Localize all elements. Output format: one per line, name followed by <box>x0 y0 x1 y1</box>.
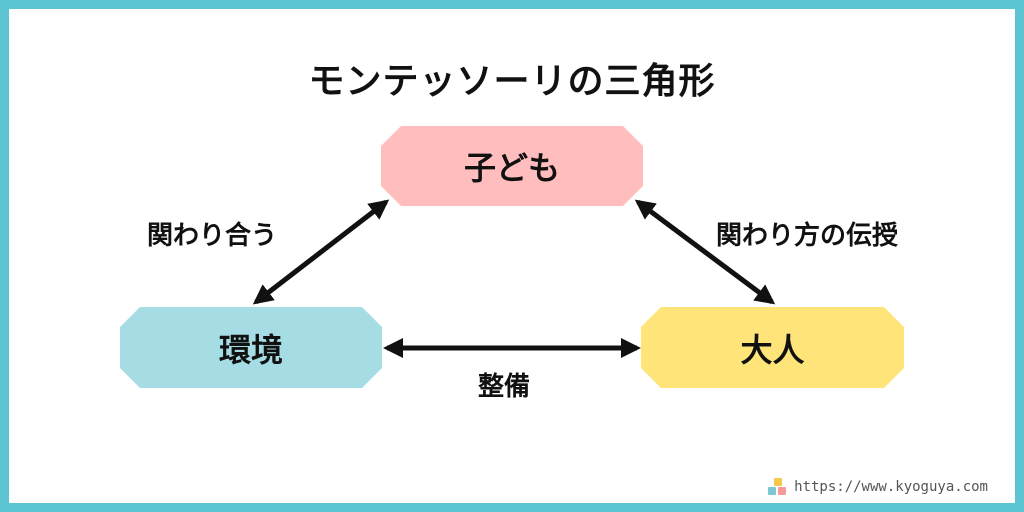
node-adult: 大人 <box>641 307 904 388</box>
footer: https://www.kyoguya.com <box>768 478 988 496</box>
blocks-icon <box>768 478 788 496</box>
edge-label-environment-adult: 整備 <box>478 372 531 402</box>
edge-label-child-environment: 関わり合う <box>147 221 278 251</box>
node-child: 子ども <box>381 126 643 206</box>
node-environment-label: 環境 <box>218 330 283 369</box>
node-environment: 環境 <box>120 307 382 388</box>
node-child-label: 子ども <box>463 149 560 187</box>
diagram-title: モンテッソーリの三角形 <box>308 61 716 102</box>
arrow-child-environment <box>252 199 390 305</box>
arrow-child-adult <box>634 199 776 305</box>
footer-url-link[interactable]: https://www.kyoguya.com <box>794 479 988 495</box>
node-adult-label: 大人 <box>740 330 805 369</box>
edge-label-child-adult: 関わり方の伝授 <box>716 221 899 251</box>
